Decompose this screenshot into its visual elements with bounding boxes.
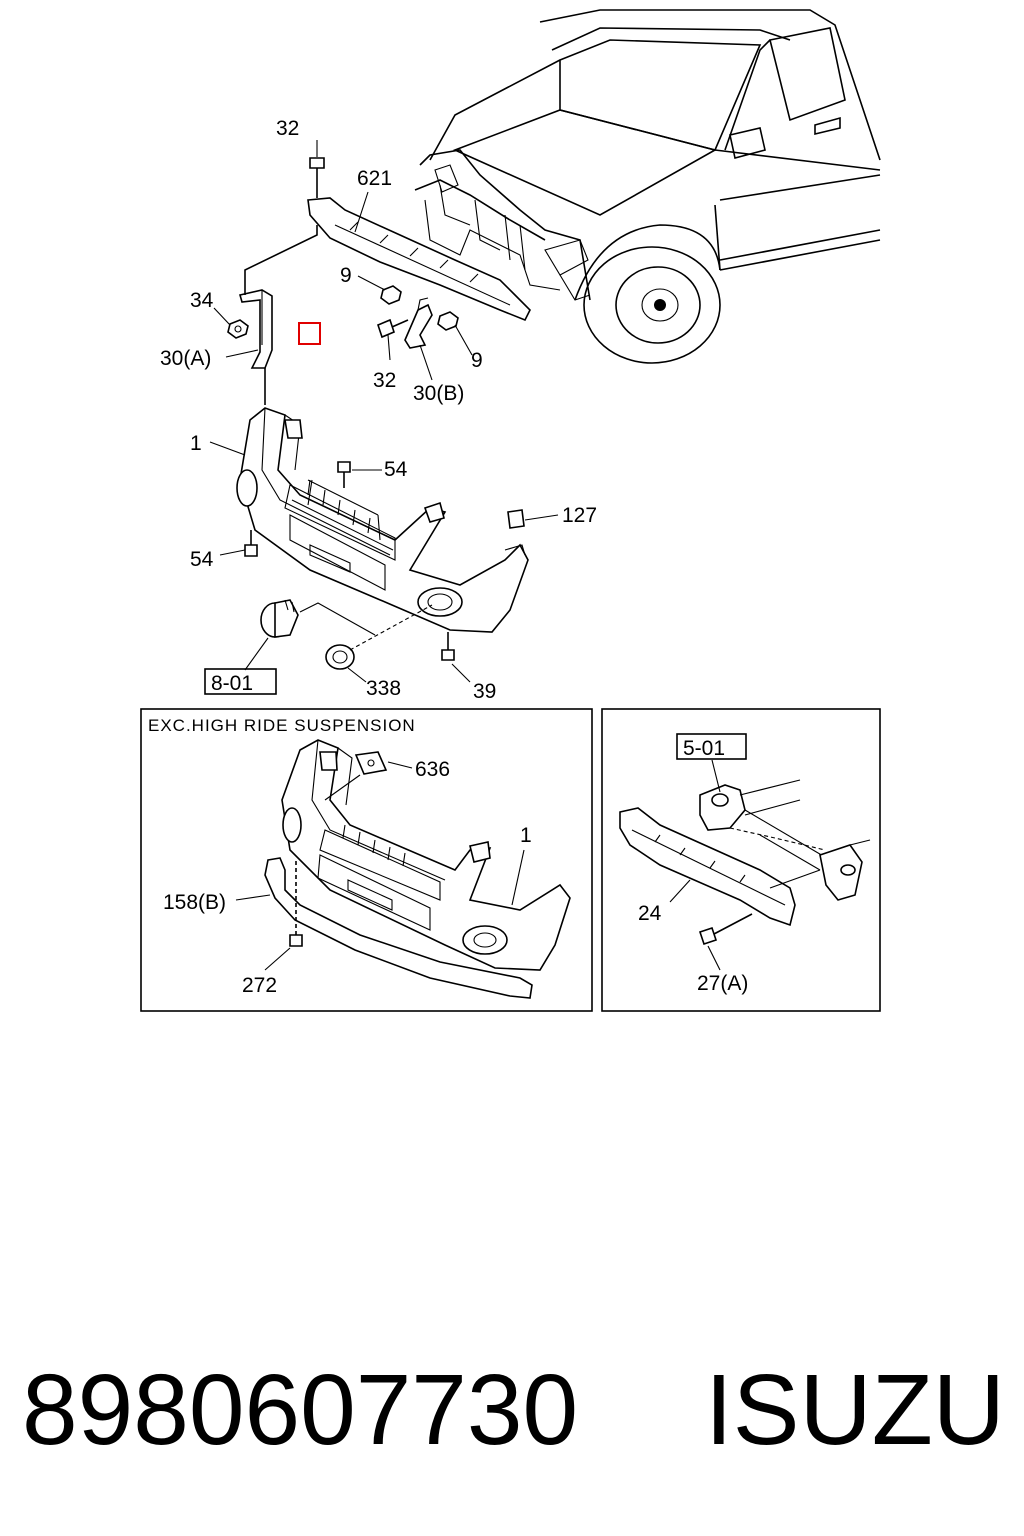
label-621: 621 (357, 167, 392, 190)
ref-box-5-01 (676, 733, 747, 760)
inset-right: 5-01 24 27(A) (601, 708, 881, 1012)
inset-left: EXC.HIGH RIDE SUSPENSION 636 1 158(B) 27… (140, 708, 593, 1012)
label-338: 338 (366, 677, 401, 700)
bracket-30a (238, 225, 318, 405)
inset-label-158b: 158(B) (163, 891, 226, 914)
bolt-54-lower (244, 530, 258, 557)
front-bumper (236, 407, 529, 633)
upper-support-bar (307, 157, 531, 322)
part-number: 8980607730 (22, 1354, 579, 1466)
inset-label-27a: 27(A) (697, 972, 748, 995)
label-9-upper: 9 (340, 264, 352, 287)
ring-338 (325, 604, 433, 670)
bracket-30b (404, 297, 433, 349)
label-32-lower: 32 (373, 369, 396, 392)
highlight-marker (298, 322, 321, 345)
inset-left-caption: EXC.HIGH RIDE SUSPENSION (148, 716, 416, 735)
leader-lines (209, 140, 559, 683)
label-54-lower: 54 (190, 548, 214, 571)
fog-lamp (260, 599, 376, 638)
ref-box-8-01 (204, 668, 277, 695)
screw-39 (441, 632, 455, 661)
label-127: 127 (562, 504, 597, 527)
inset-label-272: 272 (242, 974, 277, 997)
inset-label-1: 1 (520, 824, 532, 847)
nut-9-lower (437, 311, 459, 331)
label-30b: 30(B) (413, 382, 464, 405)
label-39: 39 (473, 680, 496, 703)
nut-34 (227, 319, 249, 339)
inset-label-5-01: 5-01 (683, 737, 725, 760)
label-54-upper: 54 (384, 458, 408, 481)
bolt-32-lower (377, 318, 409, 339)
inset-label-636: 636 (415, 758, 450, 781)
label-8-01: 8-01 (211, 672, 253, 695)
clip-127 (507, 509, 525, 529)
label-9-lower: 9 (471, 349, 483, 372)
brand-name: ISUZU (705, 1354, 1005, 1466)
inset-label-24: 24 (638, 902, 662, 925)
vehicle-outline (414, 9, 881, 364)
bolt-54-upper (337, 461, 351, 488)
label-30a: 30(A) (160, 347, 211, 370)
label-1: 1 (190, 432, 202, 455)
label-32-top: 32 (276, 117, 299, 140)
nut-9-upper (380, 285, 402, 305)
label-34: 34 (190, 289, 214, 312)
